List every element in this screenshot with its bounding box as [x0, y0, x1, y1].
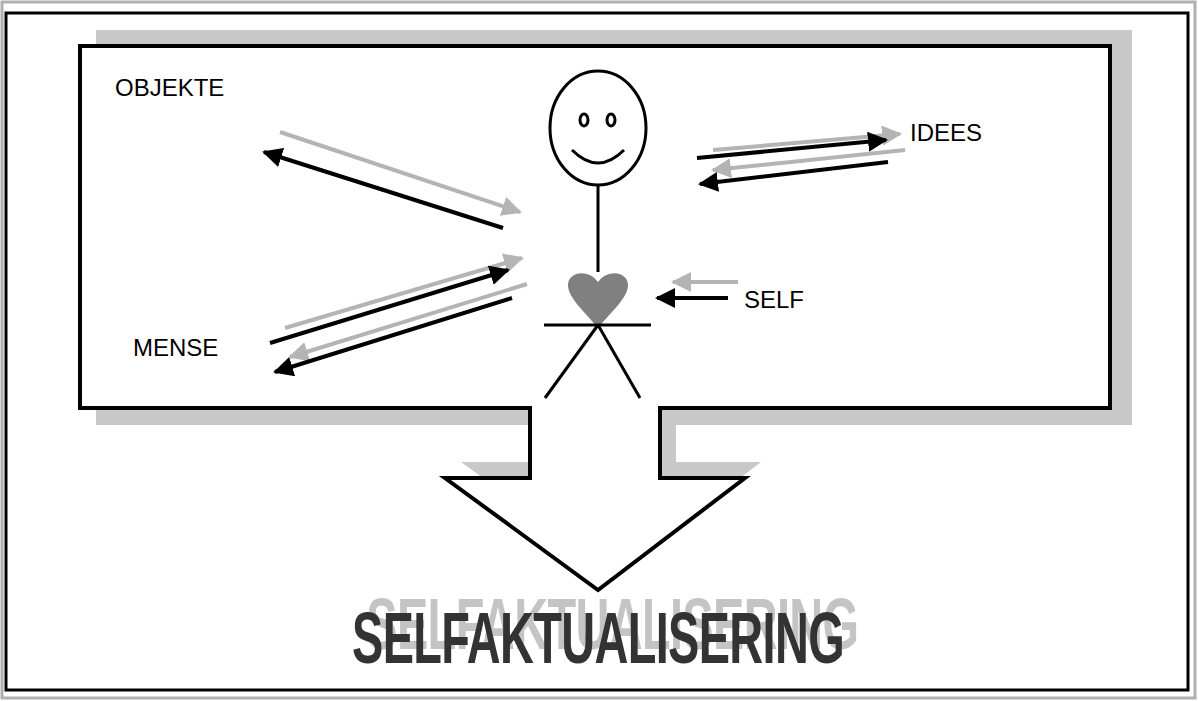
concept-label: IDEES	[910, 119, 982, 147]
outcome-heading: SELFAKTUALISERING	[352, 598, 844, 678]
concept-label: MENSE	[133, 334, 218, 362]
concept-label: OBJEKTE	[115, 74, 224, 102]
concept-label: SELF	[744, 286, 804, 314]
